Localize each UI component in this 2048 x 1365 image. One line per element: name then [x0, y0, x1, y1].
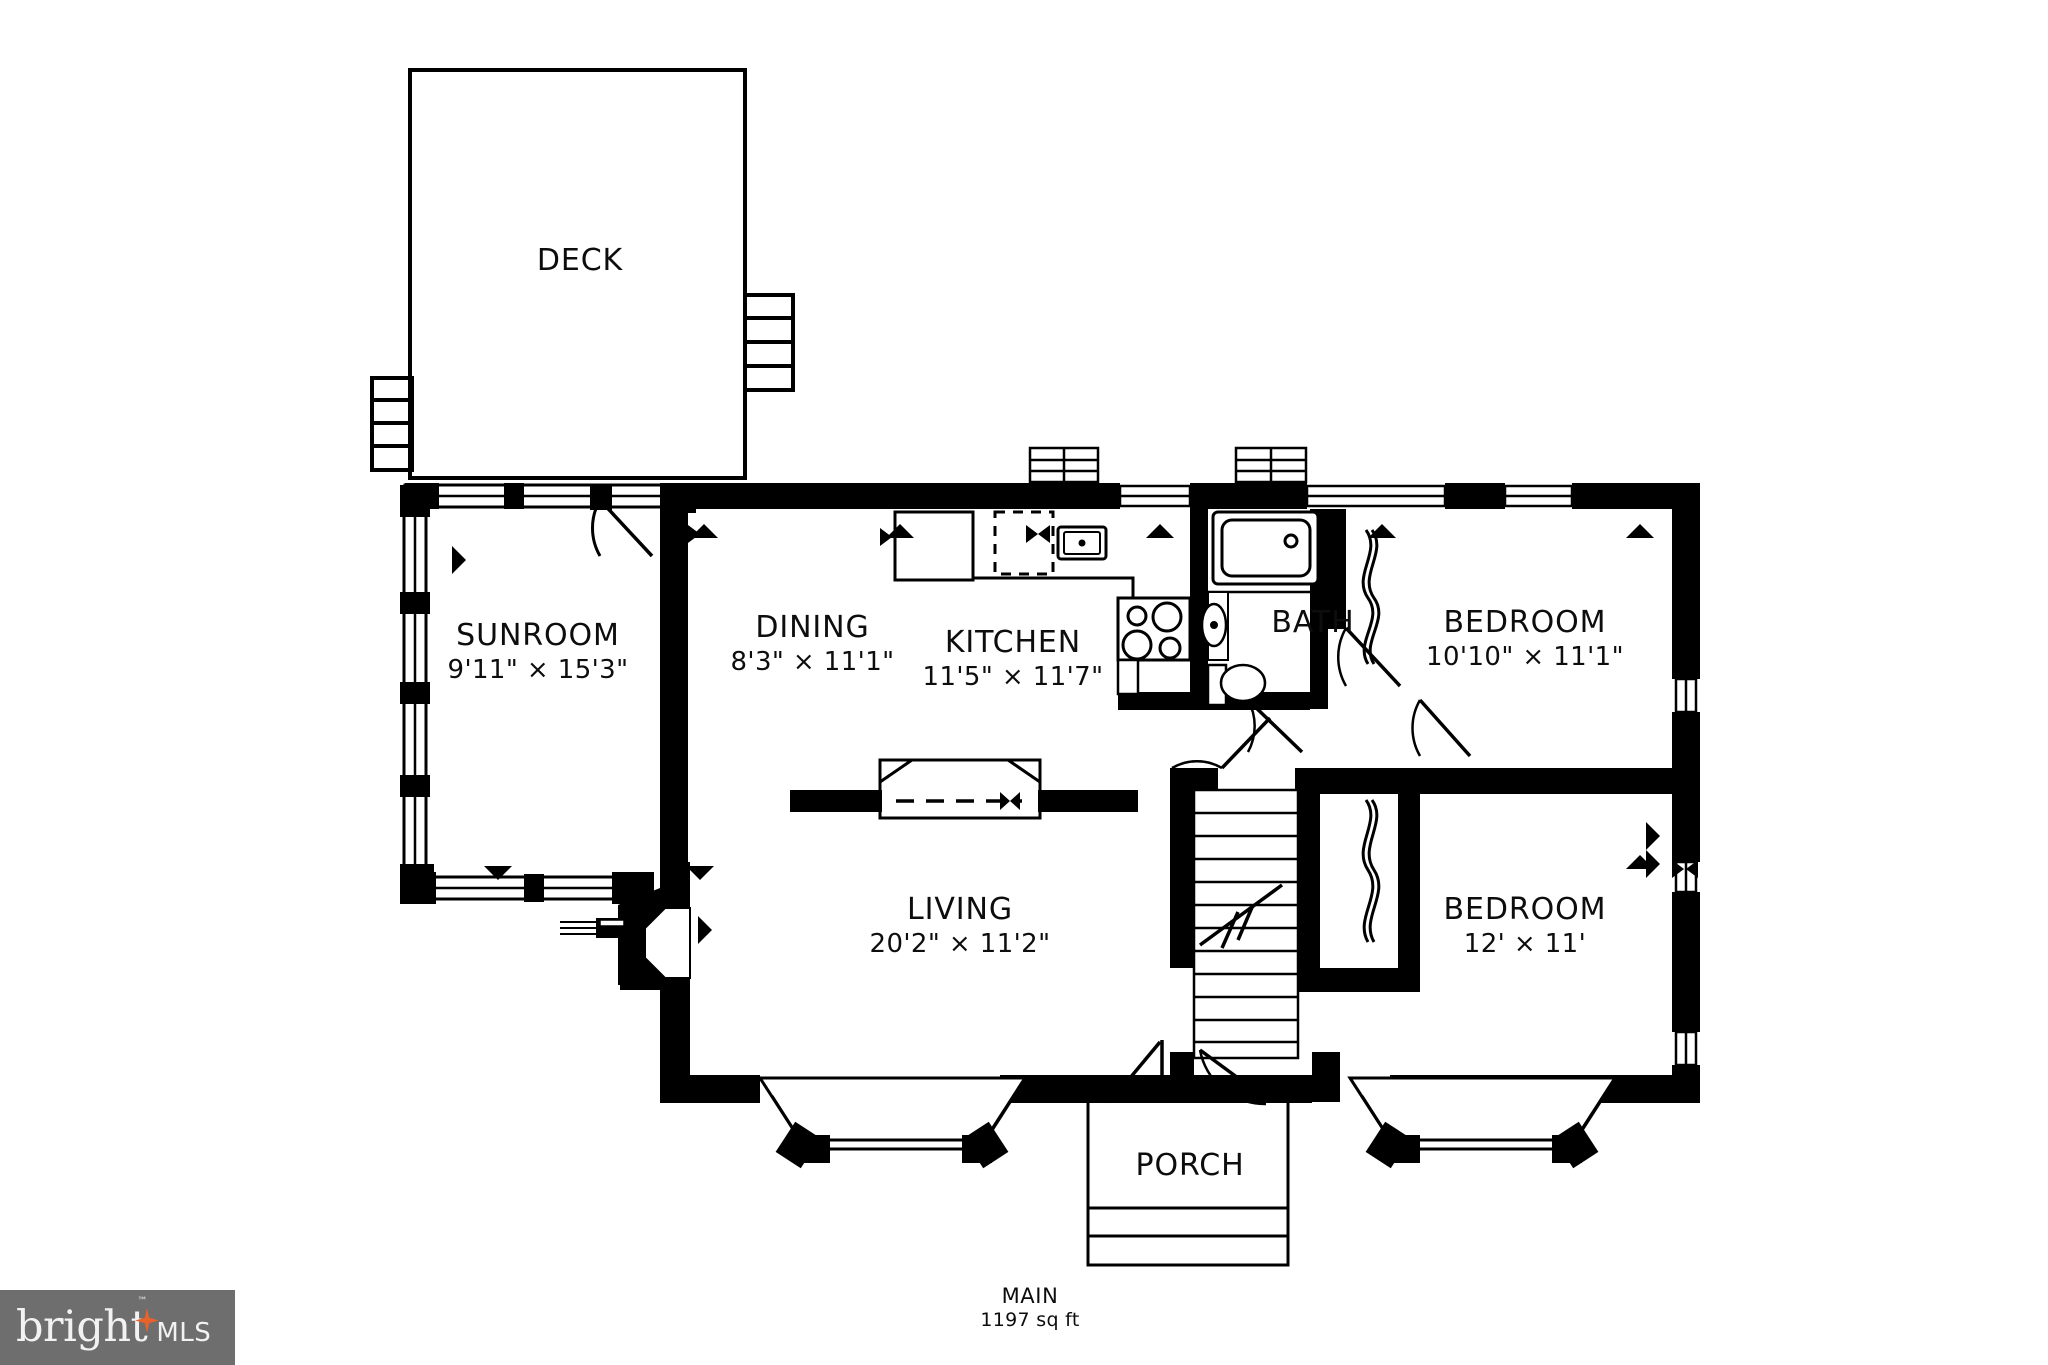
dimension-ticks — [452, 524, 1660, 944]
floor-caption-area: 1197 sq ft — [980, 1309, 1080, 1332]
watermark-brand: bright — [16, 1302, 148, 1352]
room-label-dining: DINING 8'3" × 11'1" — [680, 610, 945, 678]
kitchen-fixtures — [893, 446, 1192, 662]
room-dims-sunroom: 9'11" × 15'3" — [447, 655, 629, 686]
closet-doors — [1361, 529, 1381, 943]
cased-opening-dining-living — [790, 758, 1138, 820]
room-name-sunroom: SUNROOM — [456, 618, 620, 653]
room-dims-bedroom-2: 12' × 11' — [1463, 929, 1587, 960]
dimension-arrow-glyphs — [664, 525, 1698, 878]
watermark-trademark-icon: ™ — [137, 1296, 148, 1307]
room-name-bedroom-1: BEDROOM — [1443, 605, 1607, 640]
door-stair-top — [1171, 716, 1272, 770]
room-name-deck: DECK — [536, 243, 624, 278]
floor-caption-title: MAIN — [1001, 1284, 1059, 1308]
sunroom-window-wall-left — [400, 485, 434, 899]
bay-window-bedroom — [1347, 1076, 1618, 1169]
room-label-bedroom-1: BEDROOM 10'10" × 11'1" — [1375, 605, 1675, 673]
door-bedroom-1 — [1336, 626, 1402, 688]
room-dims-dining: 8'3" × 11'1" — [730, 647, 895, 678]
sunroom-window-wall-bottom — [400, 872, 654, 904]
room-name-bedroom-2: BEDROOM — [1443, 892, 1607, 927]
room-label-sunroom: SUNROOM 9'11" × 15'3" — [398, 618, 678, 686]
deck-stairs-right — [743, 293, 795, 392]
room-dims-bedroom-1: 10'10" × 11'1" — [1426, 642, 1624, 673]
room-dims-living: 20'2" × 11'2" — [869, 929, 1051, 960]
porch-outline — [1086, 1103, 1290, 1267]
room-name-kitchen: KITCHEN — [944, 625, 1082, 660]
north-windows — [1118, 484, 1574, 508]
bright-mls-watermark: bright ™ MLS — [0, 1290, 235, 1365]
door-bedroom-2 — [1411, 698, 1472, 758]
room-label-bedroom-2: BEDROOM 12' × 11' — [1375, 892, 1675, 960]
fireplace — [560, 888, 691, 990]
room-name-porch: PORCH — [1135, 1148, 1245, 1183]
kitchen-cabinet — [1116, 658, 1140, 696]
room-dims-kitchen: 11'5" × 11'7" — [922, 662, 1104, 693]
room-label-deck: DECK — [420, 243, 740, 280]
door-front — [1108, 1040, 1167, 1104]
bay-window-living — [757, 1076, 1028, 1169]
room-name-dining: DINING — [755, 610, 870, 645]
room-label-bath: BATH — [1213, 605, 1413, 642]
bath-fixtures — [1200, 446, 1322, 754]
sunroom-window-wall-top — [403, 483, 692, 509]
floor-caption: MAIN 1197 sq ft — [920, 1283, 1140, 1333]
staircase — [1192, 788, 1300, 1060]
room-name-bath: BATH — [1271, 605, 1355, 640]
room-label-porch: PORCH — [1090, 1148, 1290, 1185]
interior-walls — [1118, 509, 1700, 1102]
sunroom-door-jamb — [590, 484, 612, 510]
room-name-living: LIVING — [906, 892, 1014, 927]
room-label-kitchen: KITCHEN 11'5" × 11'7" — [878, 625, 1148, 693]
watermark-suffix: MLS — [156, 1318, 212, 1348]
deck-stairs-left — [370, 376, 414, 472]
door-hall-living — [1198, 1048, 1270, 1106]
room-label-living: LIVING 20'2" × 11'2" — [810, 892, 1110, 960]
